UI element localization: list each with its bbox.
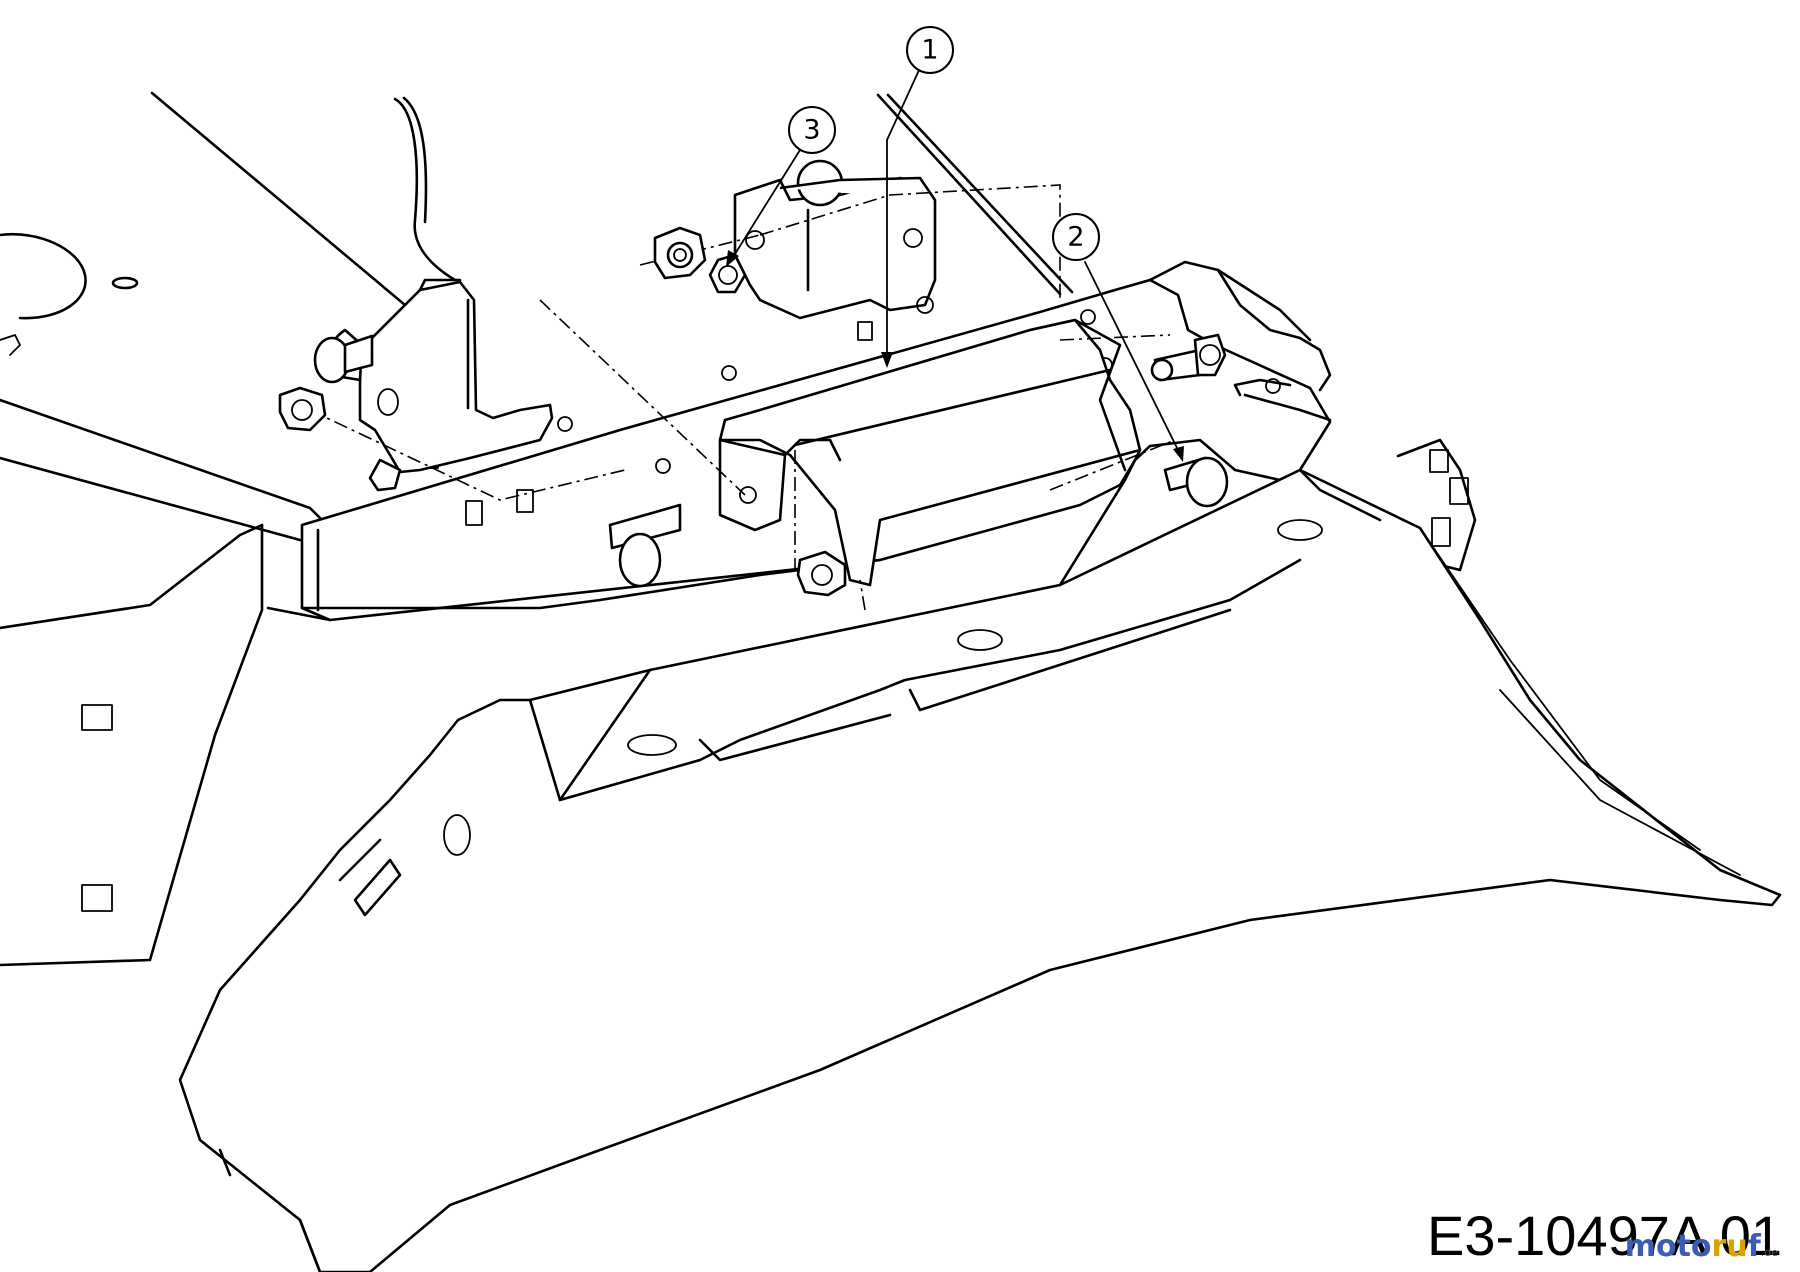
clevis-pin-left (608, 503, 682, 588)
left-hanger-bracket (325, 278, 554, 492)
clevis-pin-right (1163, 456, 1229, 508)
callout-2: 2 (1052, 213, 1184, 462)
watermark-logo: motoruf.de (1625, 1229, 1778, 1264)
callout-2-label: 2 (1067, 222, 1084, 253)
callout-3: 3 (726, 106, 836, 267)
frame-slot (81, 704, 113, 731)
frame-edge (150, 91, 407, 307)
bolt-right (1150, 333, 1227, 382)
right-hanger-bracket (733, 159, 937, 320)
center-hitch-plate (718, 318, 1142, 587)
frame-edge (886, 93, 1074, 294)
flange-nut-left (278, 386, 327, 432)
flange-nut-bottom (796, 550, 847, 597)
watermark-suffix: .de (1760, 1246, 1778, 1259)
callout-1-label: 1 (921, 35, 938, 66)
watermark-part-3: f (1747, 1229, 1761, 1264)
watermark-part-2: ru (1711, 1229, 1748, 1264)
callout-3-label: 3 (803, 115, 820, 146)
callout-1: 1 (881, 26, 954, 368)
hanger-pin (313, 334, 374, 384)
deck-frame (0, 232, 332, 967)
deck-housing (178, 448, 1782, 1272)
drawing-code: E3-10497A 01 (1427, 1204, 1782, 1267)
hardware (278, 226, 1229, 597)
frame-slot (81, 884, 113, 912)
watermark-part-1: moto (1624, 1229, 1712, 1264)
